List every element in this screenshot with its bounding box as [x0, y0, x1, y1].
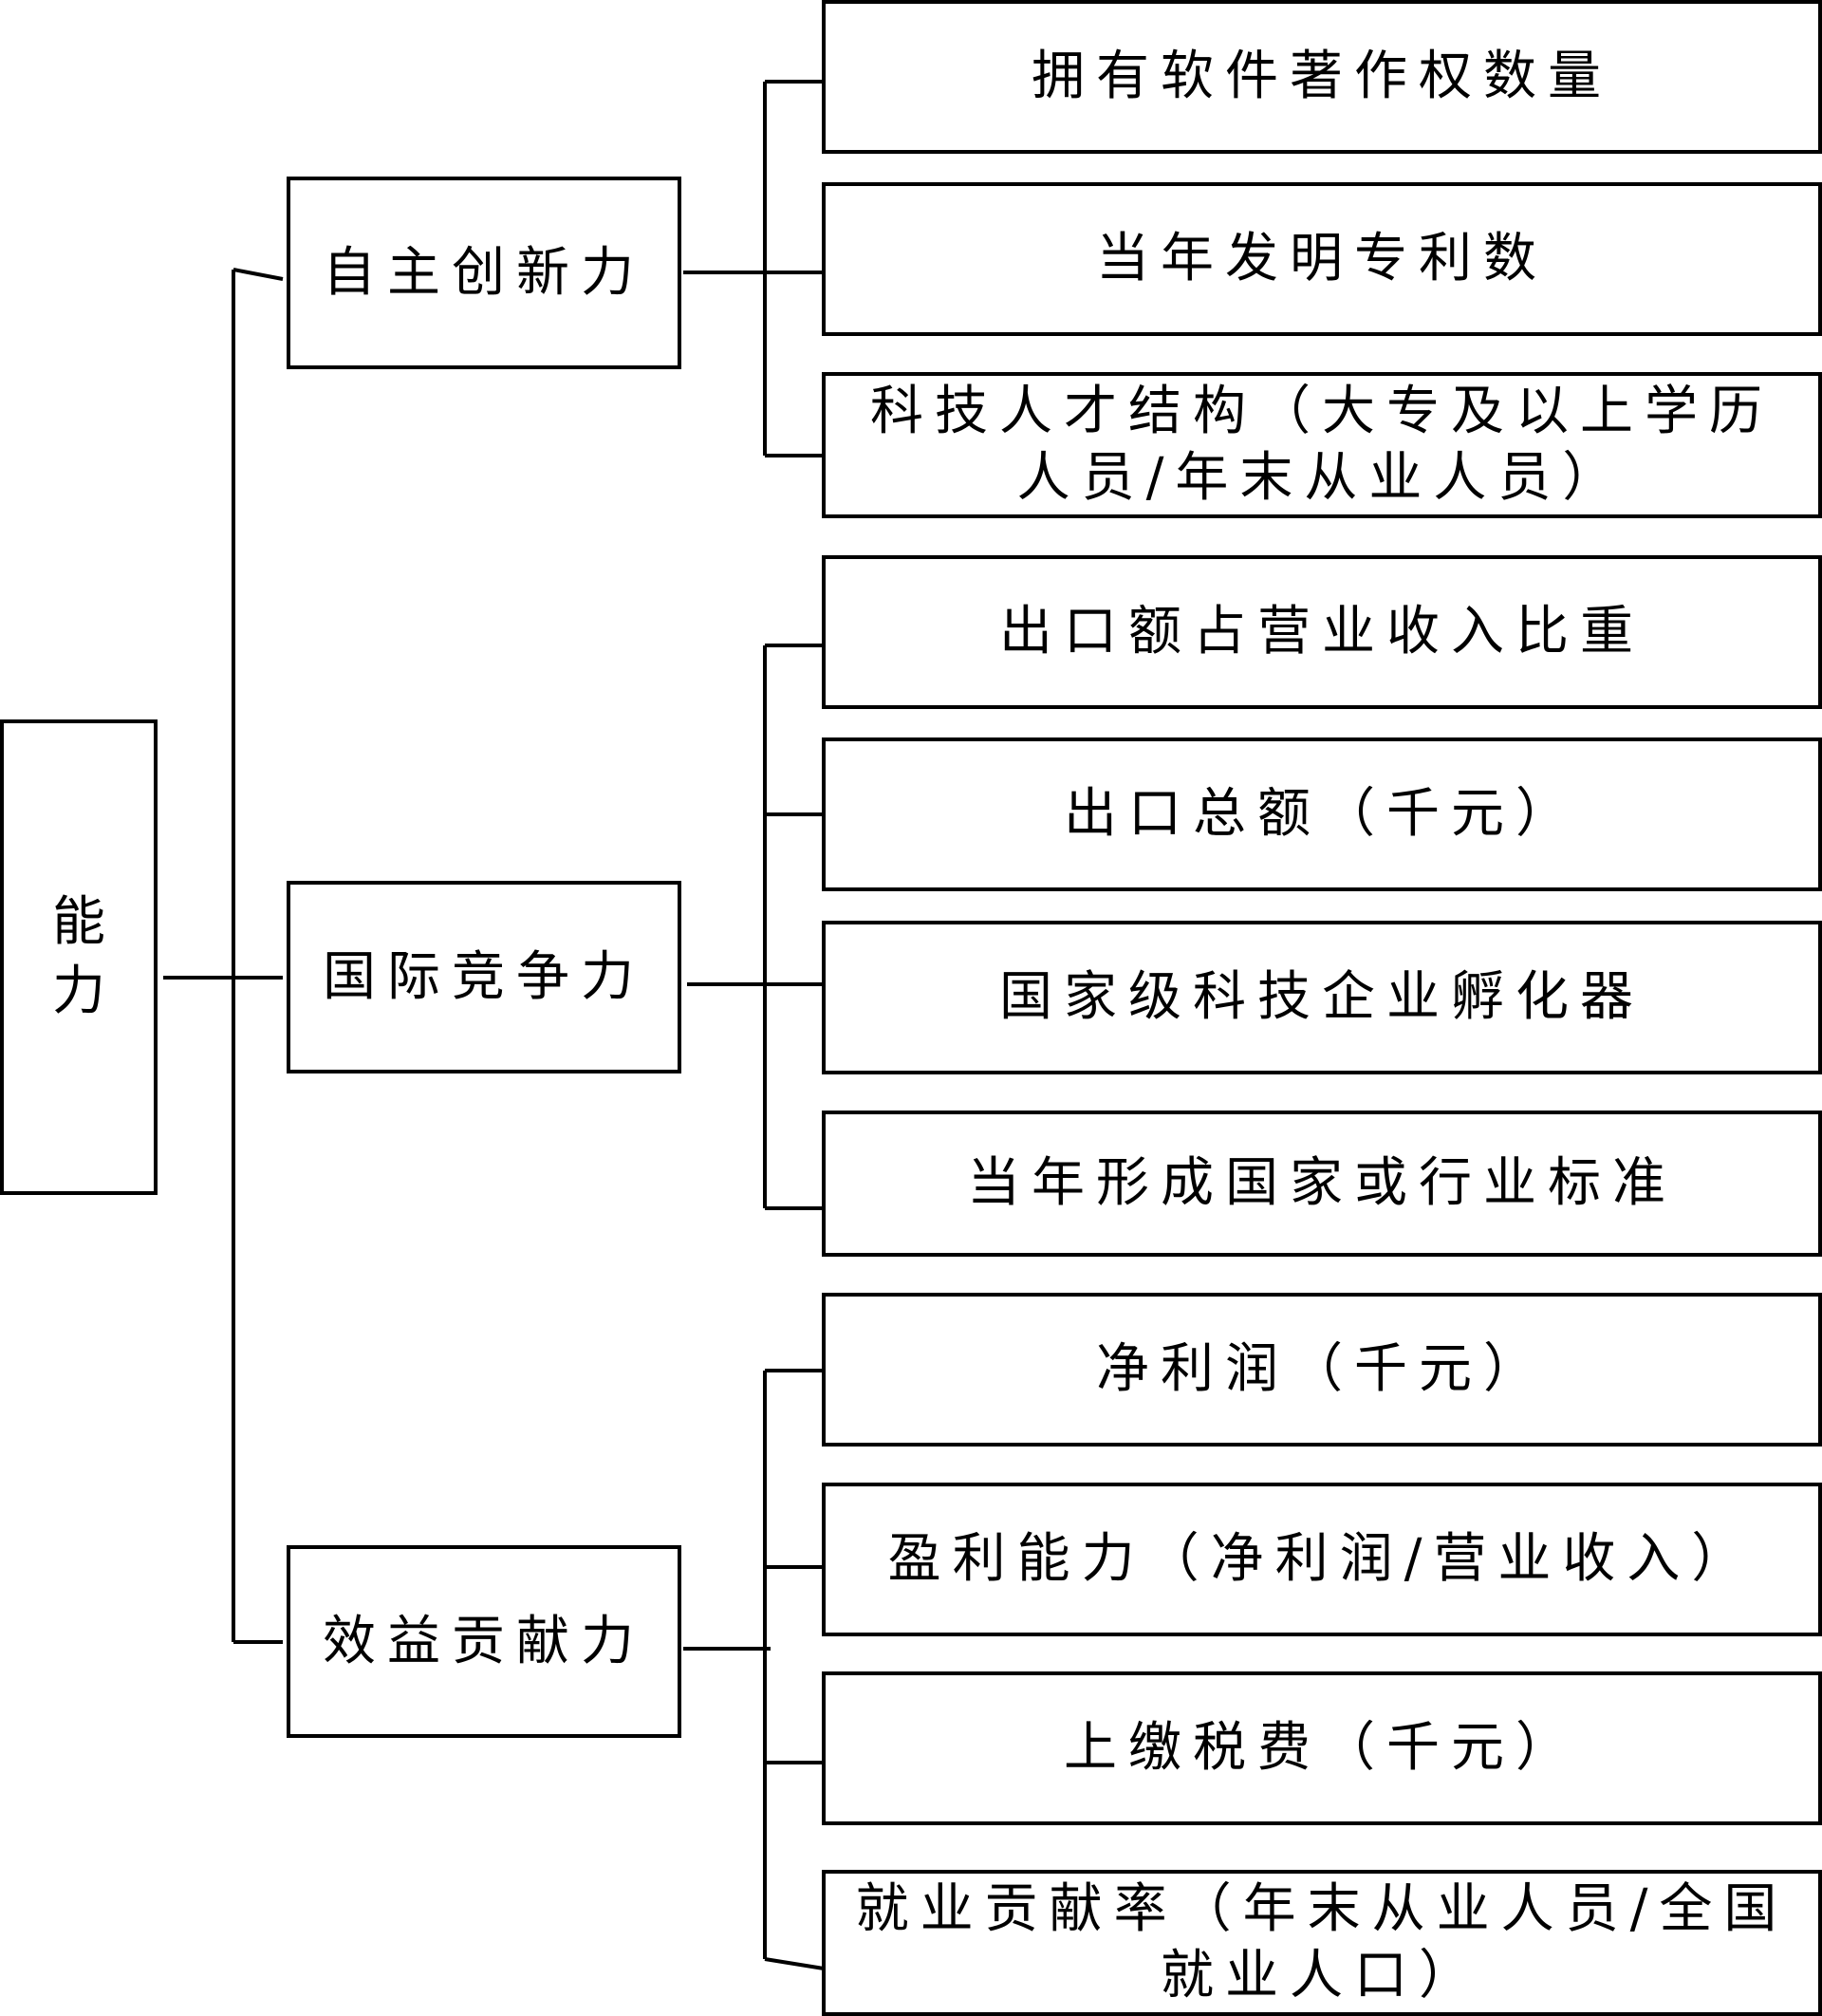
indicator-box: 盈利能力（净利润/营业收入） [822, 1483, 1822, 1636]
indicator-box: 国家级科技企业孵化器 [822, 921, 1822, 1074]
indicator-box: 科技人才结构（大专及以上学历人员/年末从业人员） [822, 372, 1822, 518]
connector-leaf-3-4 [764, 1957, 825, 1970]
indicator-label: 拥有软件著作权数量 [1032, 46, 1612, 107]
indicator-label: 科技人才结构（大专及以上学历人员/年末从业人员） [870, 381, 1774, 509]
indicator-label: 上缴税费（千元） [1064, 1717, 1580, 1779]
indicator-box: 净利润（千元） [822, 1293, 1822, 1447]
category-benefit: 效益贡献力 [287, 1545, 681, 1738]
indicator-label: 就业贡献率（年末从业人员/全国就业人口） [855, 1878, 1789, 2007]
category-innovation: 自主创新力 [287, 177, 681, 369]
category-label: 国际竞争力 [323, 945, 645, 1008]
indicator-label: 当年发明专利数 [1096, 228, 1548, 289]
connector-cat1 [232, 268, 284, 281]
indicator-box: 出口额占营业收入比重 [822, 555, 1822, 709]
category-competitiveness: 国际竞争力 [287, 881, 681, 1073]
root-node: 能力 [0, 719, 158, 1195]
indicator-box: 当年发明专利数 [822, 182, 1822, 336]
indicator-label: 出口额占营业收入比重 [999, 601, 1645, 663]
indicator-label: 盈利能力（净利润/营业收入） [887, 1528, 1757, 1590]
indicator-box: 出口总额（千元） [822, 737, 1822, 891]
indicator-label: 出口总额（千元） [1064, 783, 1580, 845]
indicator-label: 当年形成国家或行业标准 [967, 1152, 1677, 1214]
indicator-box: 拥有软件著作权数量 [822, 0, 1822, 154]
root-label: 能力 [52, 890, 105, 1022]
indicator-box: 当年形成国家或行业标准 [822, 1111, 1822, 1257]
indicator-box: 就业贡献率（年末从业人员/全国就业人口） [822, 1870, 1822, 2016]
indicator-label: 国家级科技企业孵化器 [999, 966, 1645, 1028]
category-label: 效益贡献力 [323, 1610, 645, 1672]
indicator-label: 净利润（千元） [1096, 1338, 1548, 1400]
category-label: 自主创新力 [323, 241, 645, 304]
indicator-box: 上缴税费（千元） [822, 1671, 1822, 1825]
